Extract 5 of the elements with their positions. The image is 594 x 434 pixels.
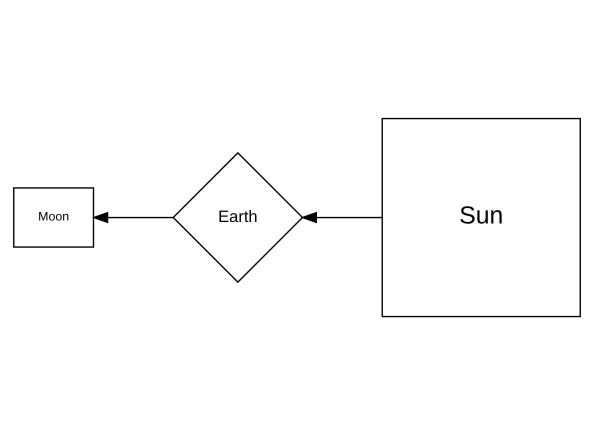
arrow [92, 211, 174, 223]
arrow [300, 211, 382, 223]
node-diamond: Earth [172, 151, 304, 283]
node-box: Sun [382, 117, 581, 317]
node-box: Moon [13, 186, 94, 248]
